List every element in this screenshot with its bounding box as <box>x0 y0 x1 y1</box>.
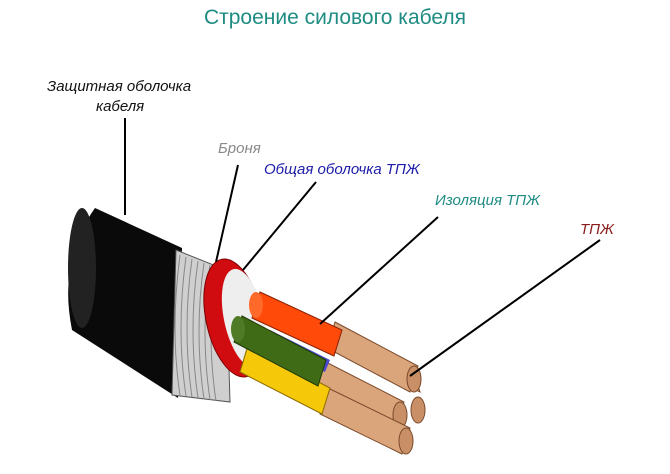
leader-conductor <box>409 239 601 377</box>
label-insulation: Изоляция ТПЖ <box>435 192 540 209</box>
outer-jacket <box>68 208 182 398</box>
leader-armor <box>215 164 239 263</box>
label-conductor: ТПЖ <box>580 221 614 238</box>
diagram-title: Строение силового кабеля <box>203 6 467 29</box>
label-common-sheath: Общая оболочка ТПЖ <box>264 161 420 178</box>
label-jacket-line1: Защитная оболочка <box>47 78 192 95</box>
label-armor: Броня <box>218 140 261 157</box>
label-jacket-line2: кабеля <box>96 98 145 115</box>
copper-conductors <box>313 321 426 455</box>
leader-insulation <box>319 216 439 325</box>
leader-common-sheath <box>242 181 317 271</box>
